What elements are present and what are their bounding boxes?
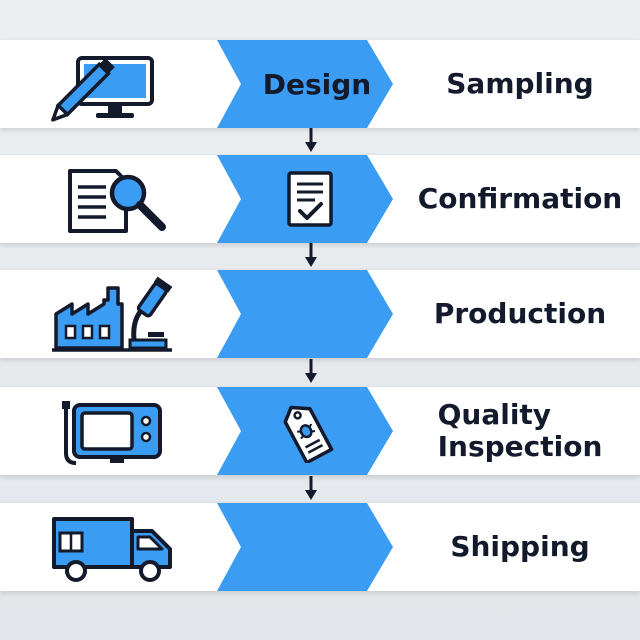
step-row-confirmation: Confirmation [0, 155, 640, 243]
stage-chevron-production [217, 270, 393, 358]
factory-microscope-icon [52, 276, 173, 352]
document-search-icon [68, 169, 166, 233]
step-label-line-quality: Quality [437, 398, 552, 431]
flow-arrow-1-down-icon [305, 128, 317, 152]
step-label-production: Production [433, 297, 607, 330]
step-row-production: Production [0, 270, 640, 358]
stage-chevron-quality-inspection [217, 387, 393, 475]
bug-tag-icon [283, 405, 334, 463]
flow-arrow-3-down-icon [305, 359, 317, 383]
step-label-confirmation: Confirmation [417, 182, 623, 215]
stage-chevron-design: Design [217, 40, 393, 128]
step-row-quality-inspection: Quality Inspection [0, 387, 640, 475]
flow-arrow-2-down-icon [305, 243, 317, 267]
delivery-truck-icon [52, 517, 172, 582]
step-row-sampling: Design Sampling [0, 40, 640, 128]
computer-design-icon [51, 56, 154, 122]
stage-chevron-confirmation [217, 155, 393, 243]
step-row-shipping: Shipping [0, 503, 640, 591]
checklist-icon [287, 171, 333, 227]
flow-arrow-4-down-icon [305, 476, 317, 500]
chevron-text-design: Design [262, 67, 372, 101]
step-label-sampling: Sampling [446, 67, 594, 100]
step-label-shipping: Shipping [450, 530, 590, 563]
testing-machine-icon [62, 401, 162, 465]
stage-chevron-shipping [217, 503, 393, 591]
step-label-quality-inspection: Quality Inspection [400, 387, 640, 475]
step-label-line-inspection: Inspection [437, 430, 603, 463]
